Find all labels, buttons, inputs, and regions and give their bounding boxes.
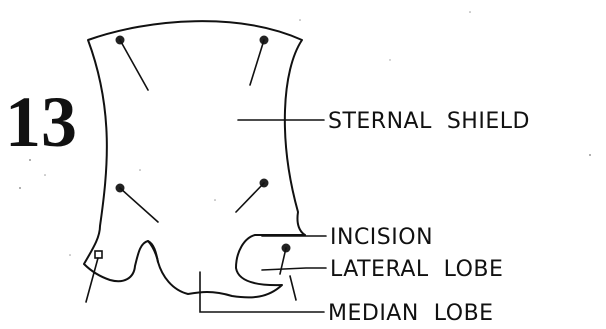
label-lateral-lobe: LATERAL LOBE xyxy=(330,257,503,282)
seta-top-right xyxy=(250,36,269,86)
label-sternal-shield: STERNAL SHIELD xyxy=(328,109,530,134)
label-median-lobe: MEDIAN LOBE xyxy=(328,301,494,326)
seta-mid-left xyxy=(116,184,159,223)
figure-number: 13 xyxy=(5,82,77,162)
label-incision: INCISION xyxy=(330,225,433,250)
seta-lateral-lobe xyxy=(280,244,296,301)
seta-top-left xyxy=(116,36,149,91)
shield-outline xyxy=(84,21,305,297)
seta-mid-right xyxy=(236,179,269,213)
leader-lateral-lobe xyxy=(262,268,326,270)
